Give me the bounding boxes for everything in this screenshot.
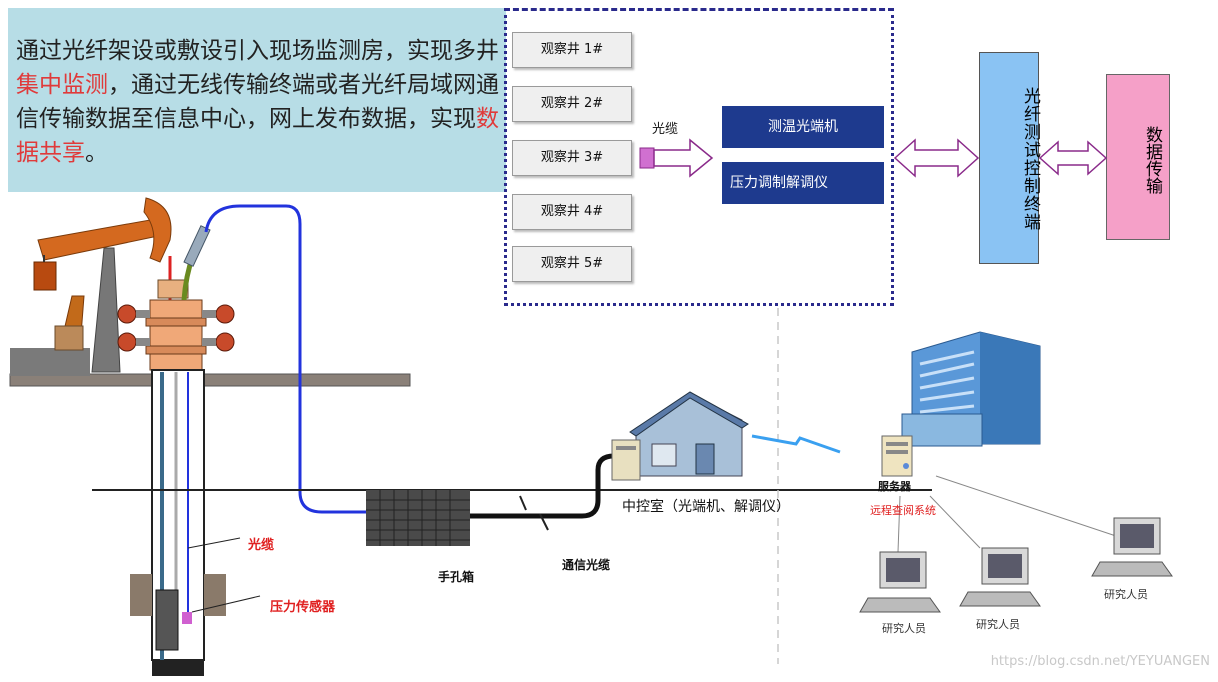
wellhead-icon <box>117 225 235 371</box>
cable-leader <box>187 537 241 549</box>
intro-panel: 通过光纤架设或敷设引入现场监测房，实现多井集中监测，通过无线传输终端或者光纤局域… <box>8 8 506 192</box>
well-2-box: 观察井 2# <box>512 86 632 122</box>
intro-seg-1: 通过光纤架设或敷设引入现场监测房，实现多井 <box>16 38 499 64</box>
intro-highlight-1: 集中监测 <box>16 72 108 98</box>
control-room-house-icon <box>611 391 749 481</box>
well-3-box: 观察井 3# <box>512 140 632 176</box>
temp-optical-box: 测温光端机 <box>722 106 884 148</box>
computer-icon <box>959 547 1041 607</box>
pressure-sensor-label: 压力传感器 <box>270 600 336 615</box>
ground-slab <box>9 348 411 387</box>
data-transfer-box: 数据传输 <box>1106 74 1170 240</box>
fiber-arrow-icon <box>639 138 714 178</box>
control-terminal-label: 光纤测试控制终端 <box>1020 87 1040 231</box>
comm-cable-label: 通信光缆 <box>562 558 611 572</box>
remote-query-label: 远程查阅系统 <box>870 504 936 517</box>
double-arrow-icon <box>893 138 980 178</box>
office-building-icon <box>901 331 1041 447</box>
monitoring-room-boundary <box>504 8 894 306</box>
cable-label: 光缆 <box>248 538 275 553</box>
well-1-box: 观察井 1# <box>512 32 632 68</box>
watermark: https://blog.csdn.net/YEYUANGEN <box>990 654 1210 669</box>
server-label: 服务器 <box>878 480 911 493</box>
pressure-demod-box: 压力调制解调仪 <box>722 162 884 204</box>
intro-seg-3: 。 <box>85 140 108 166</box>
researcher-label: 研究人员 <box>976 618 1020 631</box>
server-icon <box>881 435 913 477</box>
sensor-leader <box>191 595 261 613</box>
data-transfer-label: 数据传输 <box>1142 126 1162 194</box>
control-room-label: 中控室（光端机、解调仪） <box>622 499 790 515</box>
well-casing <box>130 369 226 676</box>
researcher-label: 研究人员 <box>1104 588 1148 601</box>
intro-highlight-2: 数据共享 <box>16 106 499 166</box>
researcher-label: 研究人员 <box>882 622 926 635</box>
well-4-box: 观察井 4# <box>512 194 632 230</box>
computer-icon <box>1091 517 1173 577</box>
fiber-cable-label: 光缆 <box>652 122 679 137</box>
double-arrow-icon <box>1038 140 1108 176</box>
intro-text: 通过光纤架设或敷设引入现场监测房，实现多井集中监测，通过无线传输终端或者光纤局域… <box>16 34 508 170</box>
blue-fiber-line <box>204 204 366 514</box>
well-5-box: 观察井 5# <box>512 246 632 282</box>
comm-cable-line <box>470 453 628 519</box>
handhole-label: 手孔箱 <box>438 570 475 584</box>
intro-seg-2: ，通过无线传输终端或者光纤局域网通信传输数据至信息中心，网上发布数据，实现 <box>16 72 499 132</box>
computer-icon <box>859 551 941 613</box>
control-terminal-box: 光纤测试控制终端 <box>979 52 1040 264</box>
pump-jack-icon <box>33 197 172 373</box>
wireless-link-icon <box>751 434 841 454</box>
handhole-icon <box>366 490 470 546</box>
